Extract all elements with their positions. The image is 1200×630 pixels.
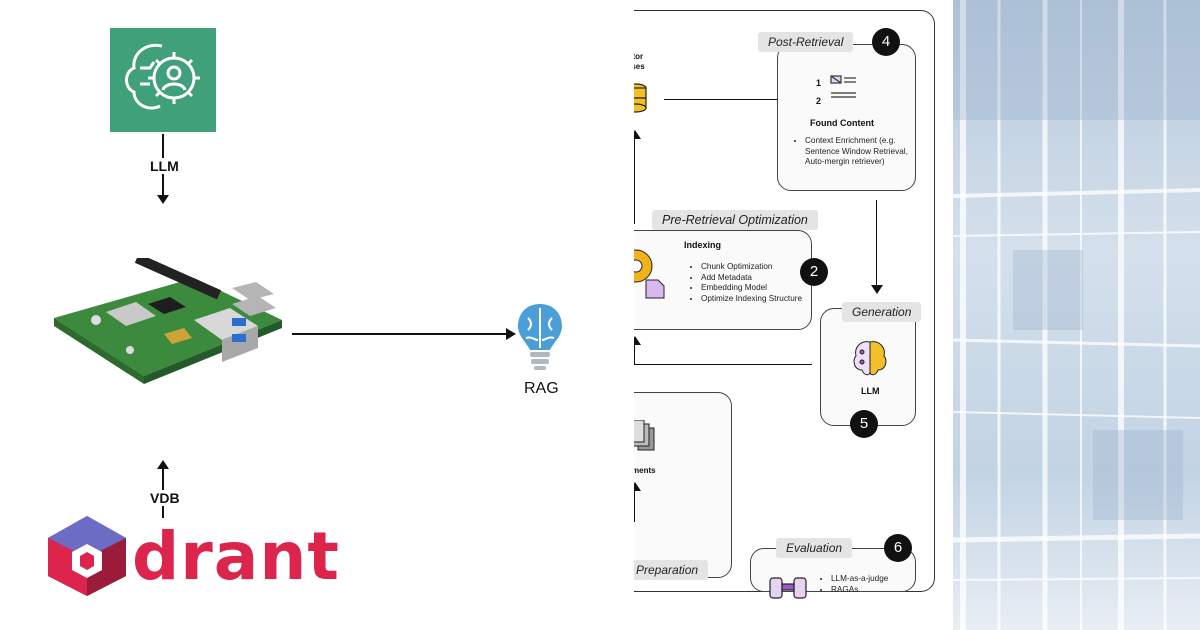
post-to-generation-arrow — [870, 200, 885, 294]
llm-label: LLM — [148, 158, 181, 174]
step-5-badge: 5 — [850, 410, 878, 438]
gear-document-icon — [634, 244, 670, 304]
qdrant-logo — [44, 514, 130, 598]
rank-number-1: 1 — [816, 78, 822, 88]
llm-tile — [110, 28, 216, 132]
evaluation-bullets: LLM-as-a-judge RAGAs — [820, 574, 923, 595]
generation-to-indexing-line — [634, 364, 812, 366]
brain-icon — [850, 338, 890, 378]
raspberry-pi-board-icon — [54, 253, 282, 384]
post-retrieval-card — [777, 44, 916, 191]
step-2-badge: 2 — [800, 258, 828, 286]
post-retrieval-tag: Post-Retrieval — [758, 32, 854, 52]
preparation-card — [634, 392, 732, 578]
documents-label: ments — [634, 466, 656, 475]
indexing-to-db-arrow — [634, 130, 643, 224]
rag-label: RAG — [524, 380, 559, 397]
rag-pipeline-diagram: ctor bases Post-Retrieval 4 1 2 Found Co… — [634, 0, 952, 630]
generation-tag: Generation — [842, 302, 922, 322]
rank-number-2: 2 — [816, 96, 822, 106]
brain-lightbulb-icon — [518, 304, 562, 370]
post-retrieval-bullet: Context Enrichment (e.g. Sentence Window… — [805, 136, 917, 168]
vector-db-label-line2: bases — [634, 62, 645, 71]
ranked-list-icon — [830, 74, 858, 104]
database-icon — [634, 82, 648, 122]
binoculars-icon — [768, 574, 810, 602]
evaluation-bullet: LLM-as-a-judge — [831, 574, 923, 585]
evaluation-tag: Evaluation — [776, 538, 853, 558]
glass-structure-illustration — [953, 0, 1200, 630]
vector-db-label: ctor bases — [634, 52, 645, 72]
rag-node — [512, 300, 568, 372]
documents-icon — [634, 419, 664, 460]
db-to-post-arrow — [664, 93, 792, 108]
glass-architecture-image — [953, 0, 1200, 630]
step-6-badge: 6 — [884, 534, 912, 562]
ranked-list: 1 2 — [816, 74, 821, 110]
vdb-label: VDB — [148, 490, 182, 506]
pre-retrieval-bullet: Add Metadata — [701, 273, 813, 284]
qdrant-wordmark: drant — [132, 518, 340, 595]
vector-db-label-line1: ctor — [634, 52, 644, 61]
generation-title: LLM — [861, 386, 880, 396]
pi-to-rag-arrow — [292, 329, 516, 339]
brain-gear-user-icon — [125, 43, 200, 110]
pre-retrieval-title: Indexing — [684, 240, 722, 250]
docs-up-arrow — [634, 482, 643, 522]
raspberry-pi-board — [44, 253, 292, 408]
post-retrieval-title: Found Content — [810, 118, 874, 128]
pre-retrieval-bullets: Chunk Optimization Add Metadata Embeddin… — [690, 262, 813, 304]
pre-retrieval-bullet: Optimize Indexing Structure — [701, 294, 813, 305]
pre-retrieval-card — [634, 230, 812, 330]
post-retrieval-bullets: Context Enrichment (e.g. Sentence Window… — [794, 136, 917, 168]
evaluation-bullet: RAGAs — [831, 585, 923, 596]
generation-to-indexing-arrow — [634, 336, 643, 364]
preparation-tag: Preparation — [634, 560, 709, 580]
pre-retrieval-bullet: Embedding Model — [701, 283, 813, 294]
pre-retrieval-bullet: Chunk Optimization — [701, 262, 813, 273]
pre-retrieval-tag: Pre-Retrieval Optimization — [652, 210, 818, 230]
step-4-badge: 4 — [872, 28, 900, 56]
qdrant-logo-icon — [48, 516, 126, 596]
